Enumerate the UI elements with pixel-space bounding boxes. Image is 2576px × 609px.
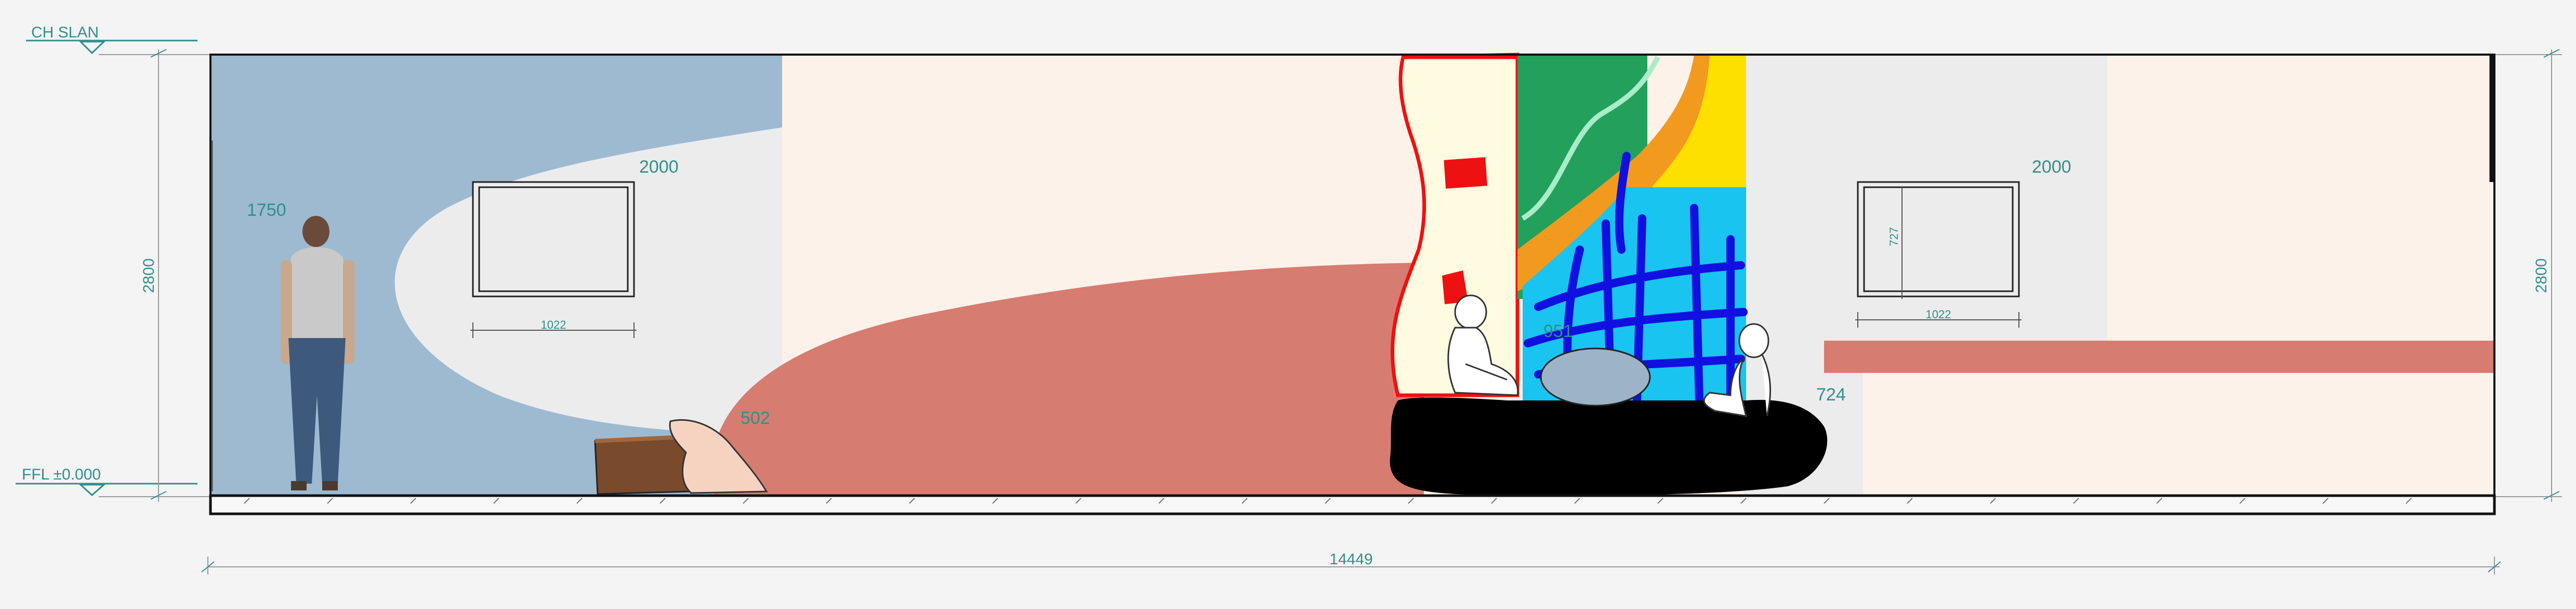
mural-yellow-band — [1647, 55, 1746, 192]
object-c-label: 724 — [1816, 385, 1846, 405]
seated-figure-right — [1703, 323, 1772, 417]
wall-elevation: 1022 2000 1022 727 2000 1750 502 951 724 — [209, 53, 2495, 497]
wall-cream-lower-right — [1863, 373, 2494, 496]
frame-right-height-label: 2000 — [2032, 157, 2071, 177]
dimension-height-left-label: 2800 — [140, 258, 157, 293]
frame-left: 1022 2000 — [470, 157, 679, 338]
level-label-top: CH SLAN — [31, 24, 99, 41]
seated-figure-left — [1447, 294, 1519, 396]
standing-person — [281, 216, 354, 490]
dimension-total-width: 14449 — [201, 551, 2501, 575]
frame-left-height-label: 2000 — [639, 157, 679, 177]
figure-height-label: 1750 — [247, 200, 286, 220]
dimension-height-right: 2800 — [2533, 49, 2560, 502]
mural — [1390, 53, 1748, 405]
frame-right: 1022 727 2000 — [1855, 157, 2071, 328]
object-a-label: 502 — [741, 408, 770, 428]
level-label-bottom: FFL ±0.000 — [22, 466, 101, 483]
mural-cyan-field — [1523, 187, 1746, 400]
mural-red-square — [1444, 157, 1487, 189]
wall-terracotta-sweep — [711, 263, 1424, 496]
dimension-height-right-label: 2800 — [2533, 258, 2550, 293]
dimension-height-left: 2800 — [140, 49, 167, 502]
black-platform — [1390, 397, 1828, 496]
floor-slab — [209, 494, 2496, 515]
wall-blue-zone — [210, 55, 782, 496]
object-b-label: 951 — [1543, 321, 1573, 341]
dimension-total-width-label: 14449 — [1329, 551, 1372, 568]
mural-green-stripe — [1521, 56, 1660, 221]
mural-orange-band — [1517, 55, 1746, 291]
frame-right-inner-label: 727 — [1887, 227, 1900, 247]
mural-red-shape — [1442, 270, 1468, 304]
frame-right-width-label: 1022 — [1926, 308, 1951, 321]
frame-left-width-label: 1022 — [541, 318, 566, 331]
floor-object-pink-hand — [669, 419, 768, 494]
wall-terracotta-band — [1824, 341, 2494, 373]
grey-boulder — [1540, 347, 1651, 407]
floor-object-brown-box — [594, 435, 690, 495]
